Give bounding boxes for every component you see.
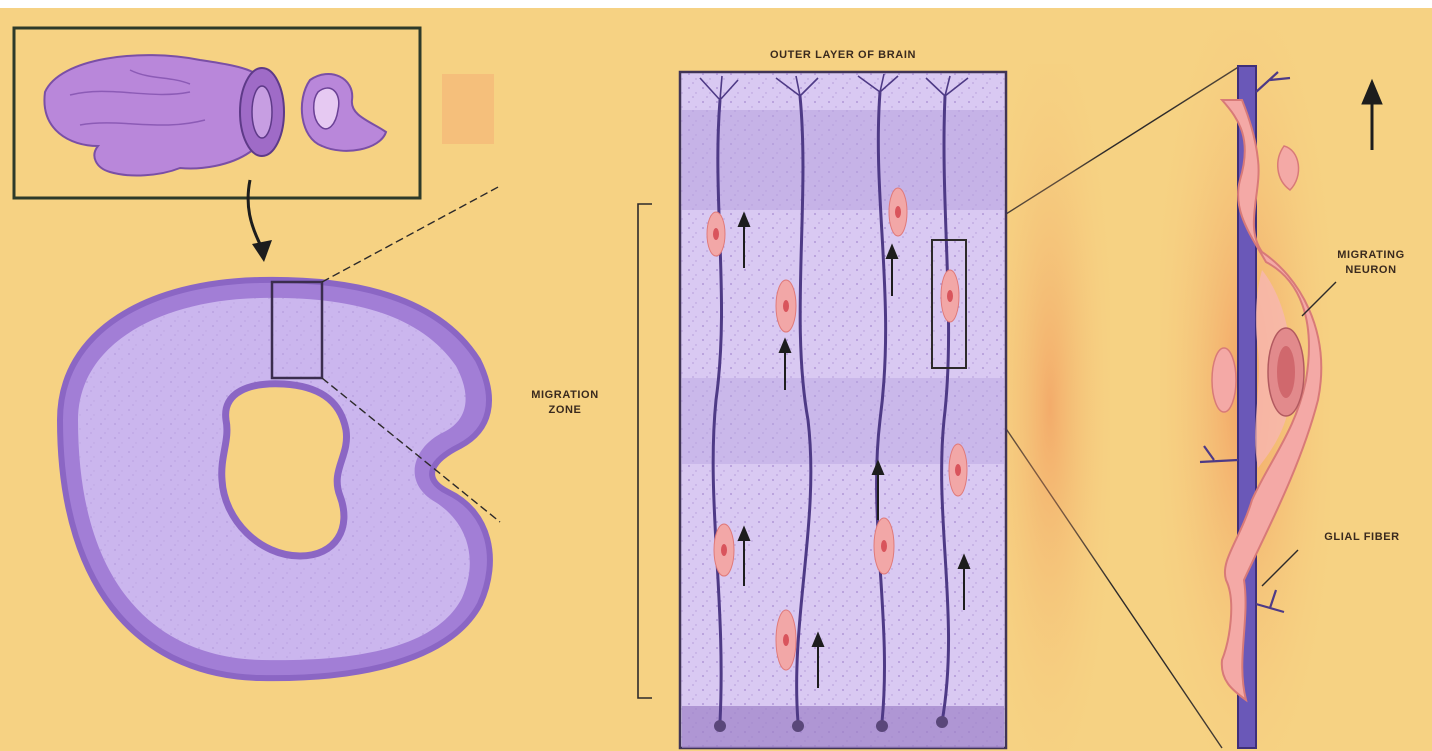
cortex-block	[680, 64, 1110, 750]
cross-section	[60, 280, 490, 678]
label-migrating-neuron: MIGRATING NEURON	[1316, 248, 1426, 278]
label-migration-zone: MIGRATION ZONE	[500, 388, 630, 418]
label-outer-layer-of-brain: OUTER LAYER OF BRAIN	[680, 48, 1006, 63]
label-glial-fiber: GLIAL FIBER	[1292, 530, 1432, 545]
